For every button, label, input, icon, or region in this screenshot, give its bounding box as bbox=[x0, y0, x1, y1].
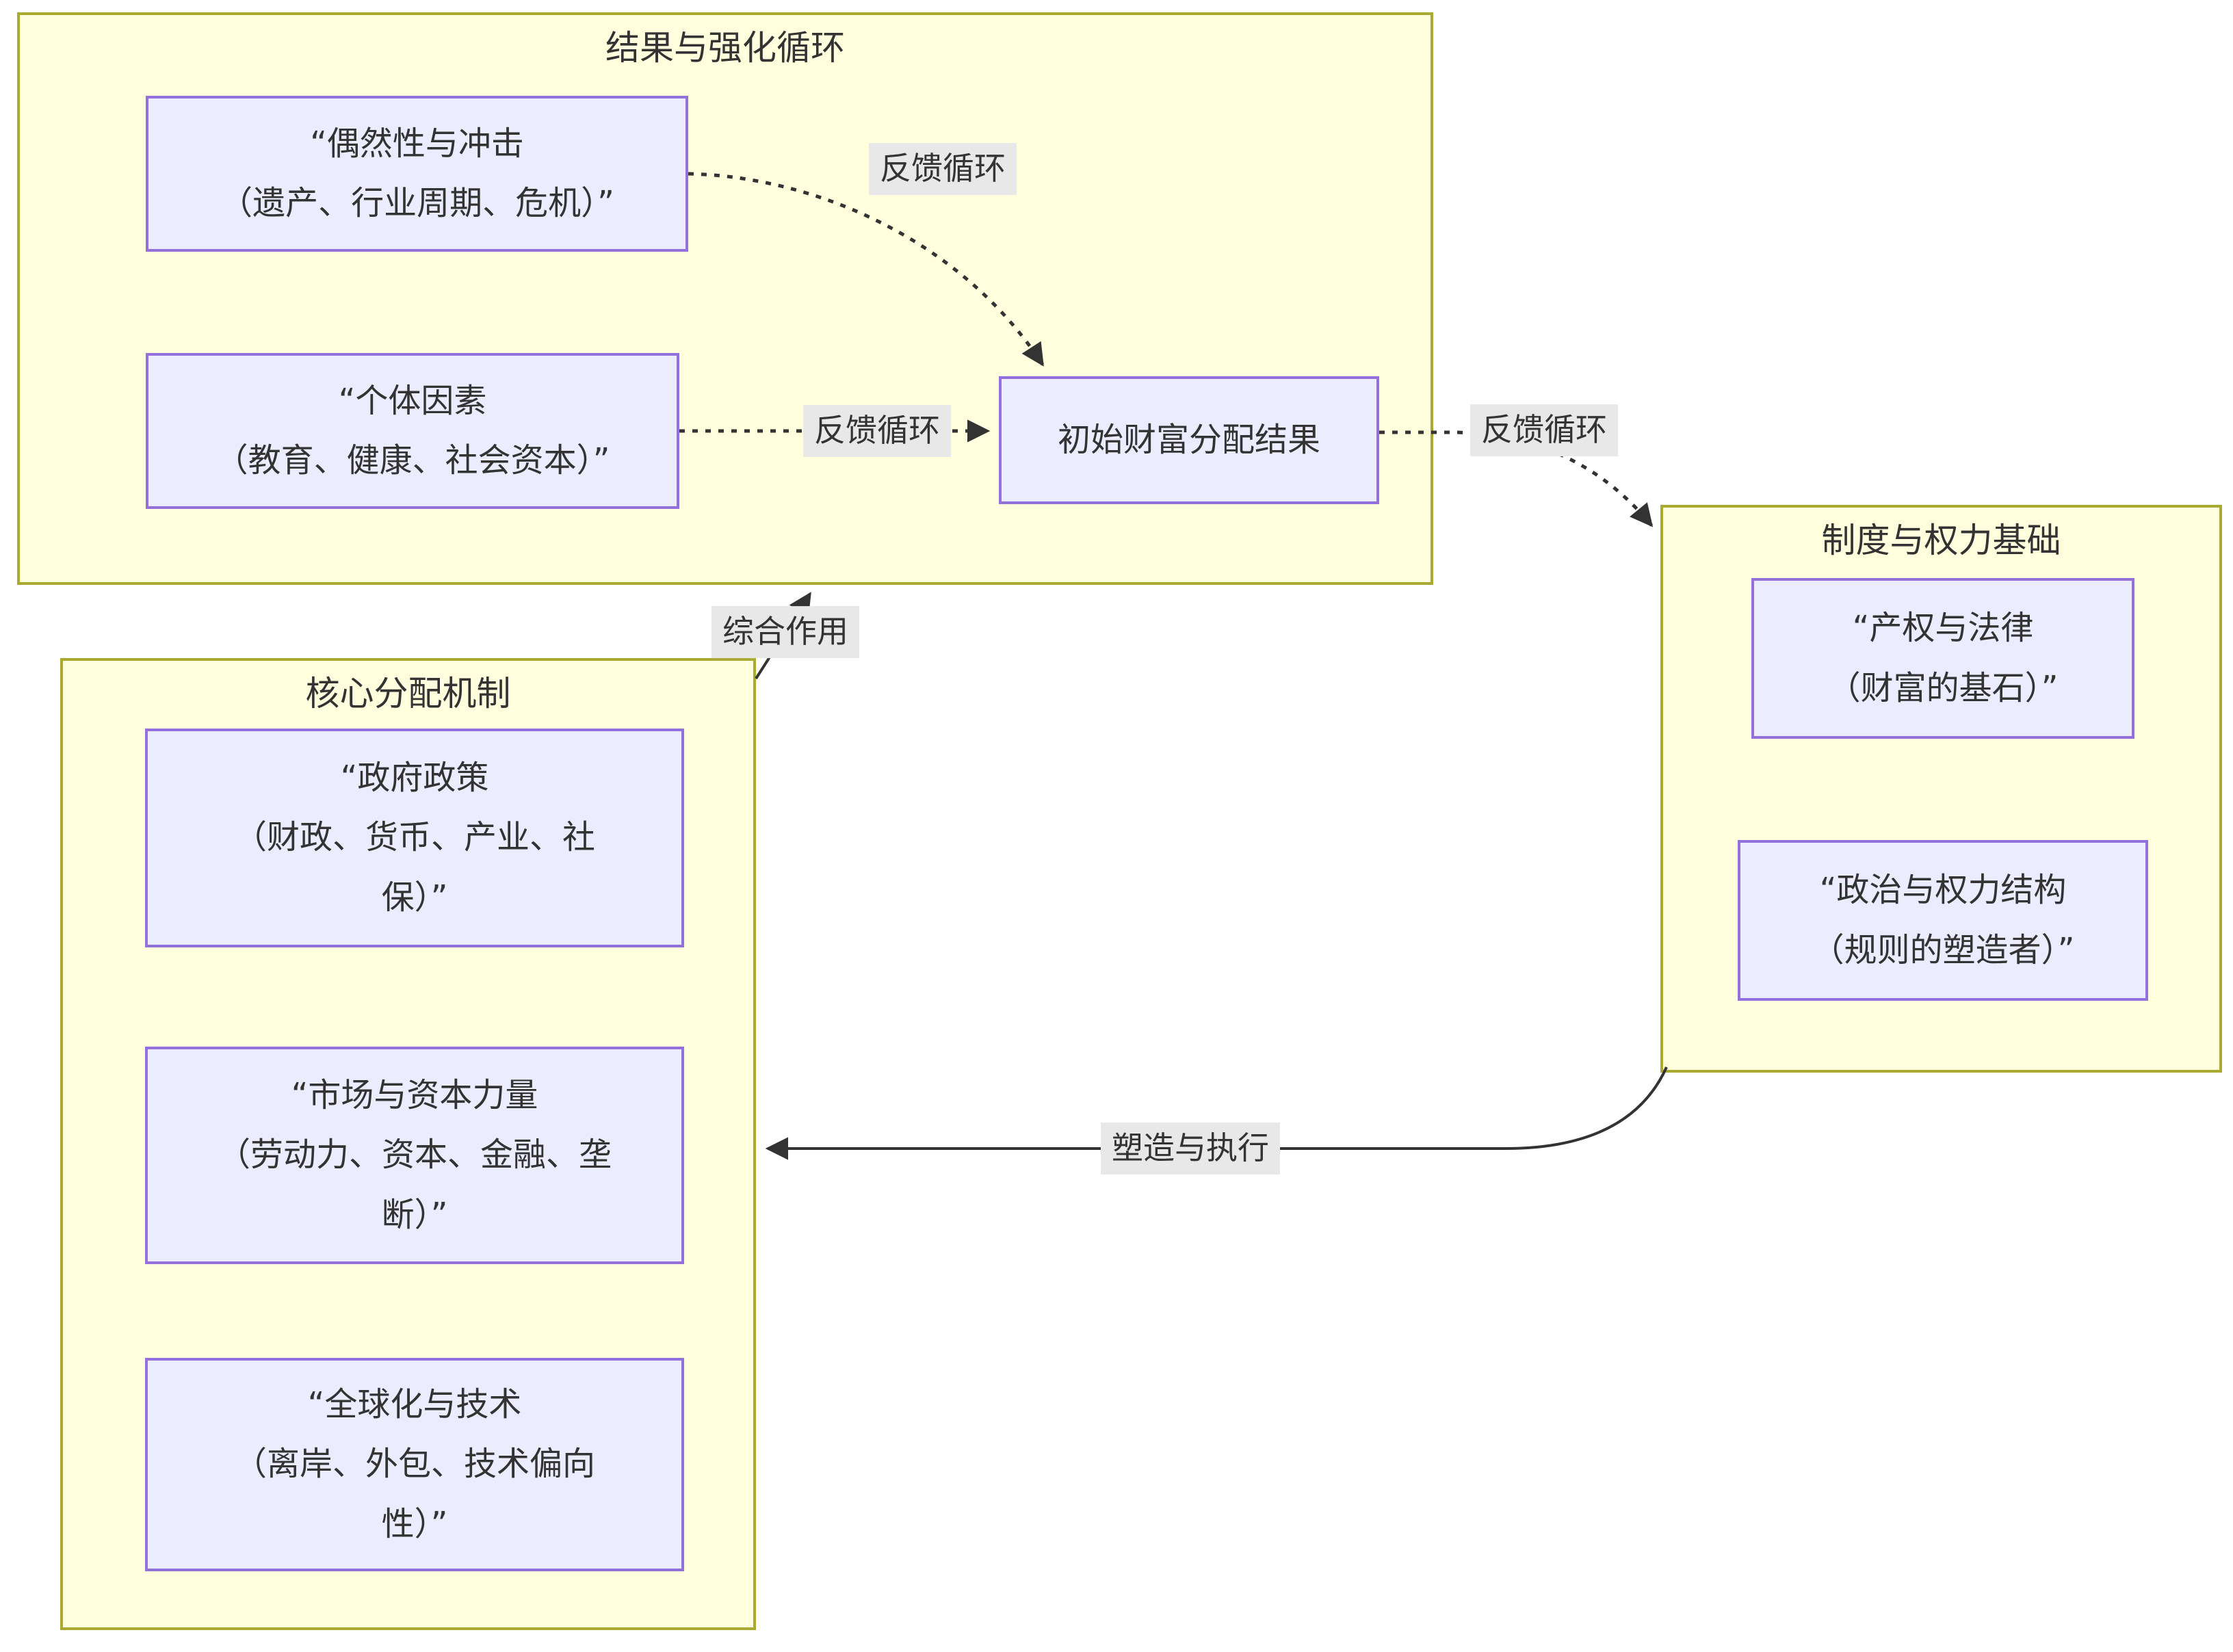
node-government-policy-line-1: “政府政策 bbox=[340, 758, 489, 797]
node-government-policy: “政府政策 （财政、货币、产业、社 保）” bbox=[145, 729, 684, 947]
edge-label-feedback-loop-2: 反馈循环 bbox=[803, 405, 951, 457]
edge-label-feedback-loop-1: 反馈循环 bbox=[869, 143, 1017, 195]
node-globalization-technology-line-3: 性）” bbox=[381, 1504, 448, 1543]
node-government-policy-line-2: （财政、货币、产业、社 bbox=[233, 818, 595, 857]
edge-institutions-to-core bbox=[765, 1066, 1668, 1160]
node-individual-factors-line-2: （教育、健康、社会资本）” bbox=[215, 441, 610, 480]
edge-label-feedback-loop-3: 反馈循环 bbox=[1470, 404, 1618, 456]
node-politics-power-structure: “政治与权力结构 （规则的塑造者）” bbox=[1738, 840, 2148, 1001]
node-chance-shocks: “偶然性与冲击 （遗产、行业周期、危机）” bbox=[146, 96, 688, 252]
node-politics-power-structure-line-2: （规则的塑造者）” bbox=[1811, 930, 2075, 969]
node-initial-wealth-outcome-line-1: 初始财富分配结果 bbox=[1057, 420, 1320, 459]
node-globalization-technology-line-2: （离岸、外包、技术偏向 bbox=[233, 1445, 595, 1484]
node-individual-factors-line-1: “个体因素 bbox=[338, 381, 487, 420]
node-market-capital-forces: “市场与资本力量 （劳动力、资本、金融、垄 断）” bbox=[145, 1047, 684, 1264]
node-politics-power-structure-line-1: “政治与权力结构 bbox=[1819, 871, 2067, 910]
edge-label-shape-and-enforce: 塑造与执行 bbox=[1101, 1123, 1280, 1175]
node-property-law-line-1: “产权与法律 bbox=[1852, 609, 2034, 648]
edge-chance-to-wealth bbox=[688, 172, 1045, 367]
subgraph-outcomes-title: 结果与强化循环 bbox=[605, 28, 845, 68]
node-individual-factors: “个体因素 （教育、健康、社会资本）” bbox=[146, 353, 679, 509]
node-globalization-technology-line-1: “全球化与技术 bbox=[307, 1385, 522, 1424]
node-chance-shocks-line-1: “偶然性与冲击 bbox=[310, 124, 524, 163]
node-initial-wealth-outcome: 初始财富分配结果 bbox=[999, 376, 1379, 504]
node-market-capital-forces-line-2: （劳动力、资本、金融、垄 bbox=[217, 1136, 612, 1175]
node-property-law-line-2: （财富的基石）” bbox=[1827, 668, 2059, 707]
edge-label-combined-effect: 综合作用 bbox=[711, 606, 859, 658]
node-market-capital-forces-line-1: “市场与资本力量 bbox=[291, 1075, 538, 1114]
node-government-policy-line-3: 保）” bbox=[381, 878, 448, 917]
node-globalization-technology: “全球化与技术 （离岸、外包、技术偏向 性）” bbox=[145, 1358, 684, 1571]
subgraph-institutions-title: 制度与权力基础 bbox=[1821, 521, 2061, 560]
node-market-capital-forces-line-3: 断）” bbox=[381, 1195, 448, 1234]
node-property-law: “产权与法律 （财富的基石）” bbox=[1751, 578, 2134, 739]
node-chance-shocks-line-2: （遗产、行业周期、危机）” bbox=[220, 184, 614, 222]
subgraph-core-mechanisms-title: 核心分配机制 bbox=[305, 674, 511, 713]
